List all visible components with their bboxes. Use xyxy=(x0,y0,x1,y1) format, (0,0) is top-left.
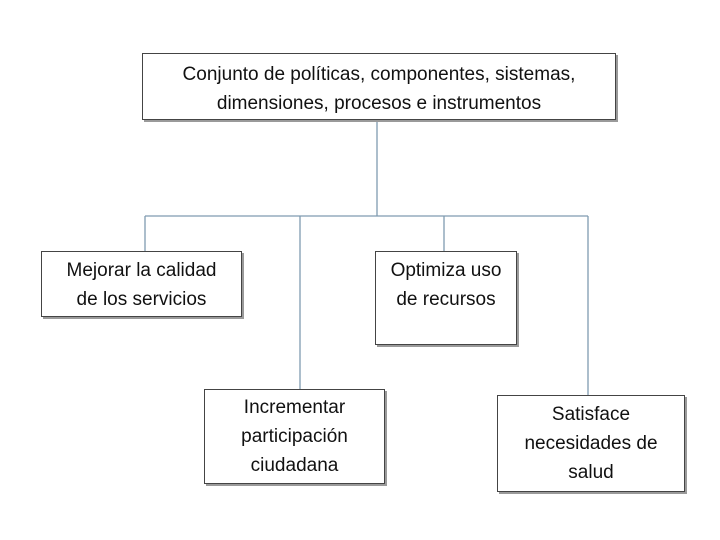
root-line-1: Conjunto de políticas, componentes, sist… xyxy=(182,64,576,85)
node-line: de recursos xyxy=(396,289,496,310)
node-optimiza-uso: Optimiza uso de recursos xyxy=(375,251,517,345)
node-line: Incrementar xyxy=(243,397,346,418)
node-line: necesidades de xyxy=(524,433,658,454)
root-text: Conjunto de políticas, componentes, sist… xyxy=(183,60,576,118)
node-line: ciudadana xyxy=(250,455,339,476)
node-text: Mejorar la calidad de los servicios xyxy=(67,256,217,314)
node-incrementar-participacion: Incrementar participación ciudadana xyxy=(204,389,385,484)
root-line-2: dimensiones, procesos e instrumentos xyxy=(216,93,542,114)
node-text: Satisface necesidades de salud xyxy=(524,400,657,487)
node-text: Incrementar participación ciudadana xyxy=(241,393,348,480)
node-satisface-necesidades: Satisface necesidades de salud xyxy=(497,395,685,492)
node-line: Satisface xyxy=(551,404,631,425)
node-line: participación xyxy=(241,426,348,447)
node-text: Optimiza uso de recursos xyxy=(391,256,502,314)
node-line: Mejorar la calidad xyxy=(66,260,217,281)
node-line: Optimiza uso xyxy=(390,260,502,281)
node-mejorar-calidad: Mejorar la calidad de los servicios xyxy=(41,251,242,317)
node-line: de los servicios xyxy=(76,289,207,310)
root-box: Conjunto de políticas, componentes, sist… xyxy=(142,53,616,120)
node-line: salud xyxy=(568,462,614,483)
